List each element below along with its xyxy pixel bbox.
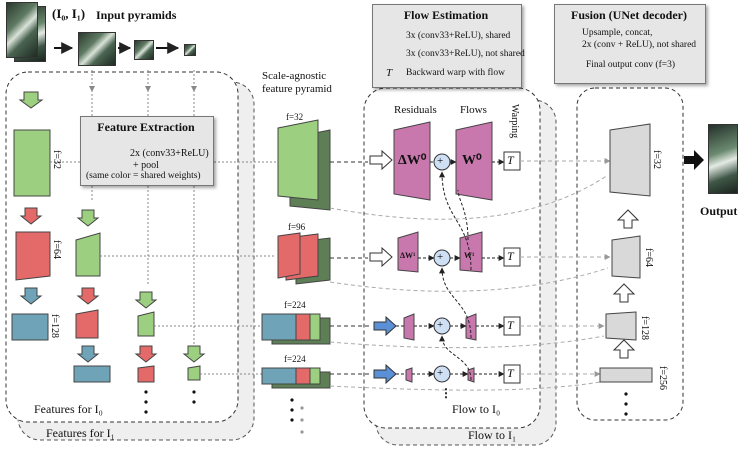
warp-icon: T xyxy=(386,67,393,79)
fusion-f-label-4: f=256 xyxy=(657,366,668,390)
flow-block-1 xyxy=(455,121,493,201)
pyramid-level-3 xyxy=(261,313,331,345)
fusion-panel xyxy=(554,4,706,84)
feature-extraction-line1: 2x (conv33+ReLU) xyxy=(130,148,209,159)
pyramid-level-2 xyxy=(277,232,331,285)
input-image-i0 xyxy=(6,2,38,58)
output-image xyxy=(708,124,738,194)
warp-t-3: T xyxy=(507,318,514,332)
fusion-block-4 xyxy=(599,367,653,383)
warping-label: Warping xyxy=(509,104,520,139)
fusion-legend-3: Final output conv (f=3) xyxy=(586,60,675,70)
residual-block-3 xyxy=(403,313,415,341)
residuals-label: Residuals xyxy=(394,104,437,116)
fusion-up-arrows xyxy=(612,209,640,359)
features-i0-label: Features for I₀ xyxy=(34,402,103,416)
pyramid-level-1 xyxy=(277,119,331,211)
fusion-f-label-3: f=128 xyxy=(639,316,650,340)
warp-t-4: T xyxy=(507,366,514,380)
pyramid-image-1 xyxy=(78,32,116,66)
fusion-title: Fusion (UNet decoder) xyxy=(571,8,687,22)
feat-block-blue-1 xyxy=(11,313,49,341)
feat-block-green-4 xyxy=(187,365,201,381)
flow-legend-shared: 3x (conv33+ReLU), shared xyxy=(406,31,511,41)
feat-f-label-1: f=32 xyxy=(51,150,62,169)
pyramid-image-3 xyxy=(184,44,196,56)
fusion-block-3 xyxy=(605,311,637,341)
feat-block-green-1 xyxy=(13,129,51,197)
pyramid-title-1: Scale-agnostic xyxy=(262,70,327,82)
feature-extraction-panel xyxy=(80,116,214,186)
residual-block-1 xyxy=(393,121,431,201)
dw1-label: ΔW¹ xyxy=(400,251,416,260)
feat-block-green-2 xyxy=(75,232,101,277)
fusion-legend-2: 2x (conv + ReLU), not shared xyxy=(582,40,697,50)
feat-block-red-1 xyxy=(15,231,51,281)
plus-sign-3: + xyxy=(437,319,444,331)
flow-legend-not-shared: 3x (conv33+ReLU), not shared xyxy=(406,49,525,59)
pyramid-f-label-4: f=224 xyxy=(284,354,306,364)
feature-extraction-line2: + pool xyxy=(133,160,159,171)
feature-extraction-title: Feature Extraction xyxy=(97,120,195,134)
warp-boxes xyxy=(503,151,521,384)
plus-sign-1: + xyxy=(437,155,444,167)
final-conv-arrow xyxy=(684,150,704,170)
feat-block-green-3 xyxy=(137,311,155,337)
fusion-legend-1: Upsample, concat, xyxy=(582,28,653,38)
feat-block-red-3 xyxy=(137,365,155,383)
feature-extraction-line3: (same color = shared weights) xyxy=(86,171,201,181)
warp-t-2: T xyxy=(507,249,514,263)
pyramid-f-label-1: f=32 xyxy=(286,112,304,122)
fusion-block-2 xyxy=(611,235,641,279)
w1-label: W¹ xyxy=(464,251,475,260)
feat-block-red-2 xyxy=(75,309,99,339)
pyramid-f-label-3: f=224 xyxy=(284,300,306,310)
feat-f-label-3: f=128 xyxy=(49,314,60,338)
feat-f-label-2: f=64 xyxy=(51,240,62,259)
flow-i1-label: Flow to I₁ xyxy=(468,428,517,442)
flow-legend-warp: Backward warp with flow xyxy=(406,68,505,78)
residual-block-2 xyxy=(397,231,419,273)
output-label: Output xyxy=(700,204,738,218)
input-label: (I₀, I₁) xyxy=(52,6,86,21)
input-pyramid-label: Input pyramids xyxy=(96,8,177,22)
fusion-f-label-1: f=32 xyxy=(651,150,662,169)
warp-t-1: T xyxy=(507,153,514,167)
fusion-f-label-2: f=64 xyxy=(643,248,654,267)
pyramid-level-4 xyxy=(261,367,331,389)
pyramid-f-label-2: f=96 xyxy=(288,222,306,232)
plus-sign-4: + xyxy=(437,367,444,379)
flow-estimation-title: Flow Estimation xyxy=(403,8,489,22)
residual-block-4 xyxy=(405,367,413,383)
features-i1-label: Features for I₁ xyxy=(46,426,115,440)
flow-estimation-panel xyxy=(372,4,522,88)
fusion-block-1 xyxy=(609,123,651,197)
dw0-label: ΔW⁰ xyxy=(398,153,427,168)
plus-sign-2: + xyxy=(437,251,444,263)
pyramid-title-2: feature pyramid xyxy=(262,83,332,95)
plus-circles xyxy=(433,153,451,383)
pyramid-image-2 xyxy=(134,40,154,60)
down-arrows xyxy=(18,91,206,363)
flows-label: Flows xyxy=(460,104,487,116)
feat-block-blue-2 xyxy=(73,365,111,383)
flow-i0-label: Flow to I₀ xyxy=(452,402,501,416)
w0-label: W⁰ xyxy=(462,153,482,168)
